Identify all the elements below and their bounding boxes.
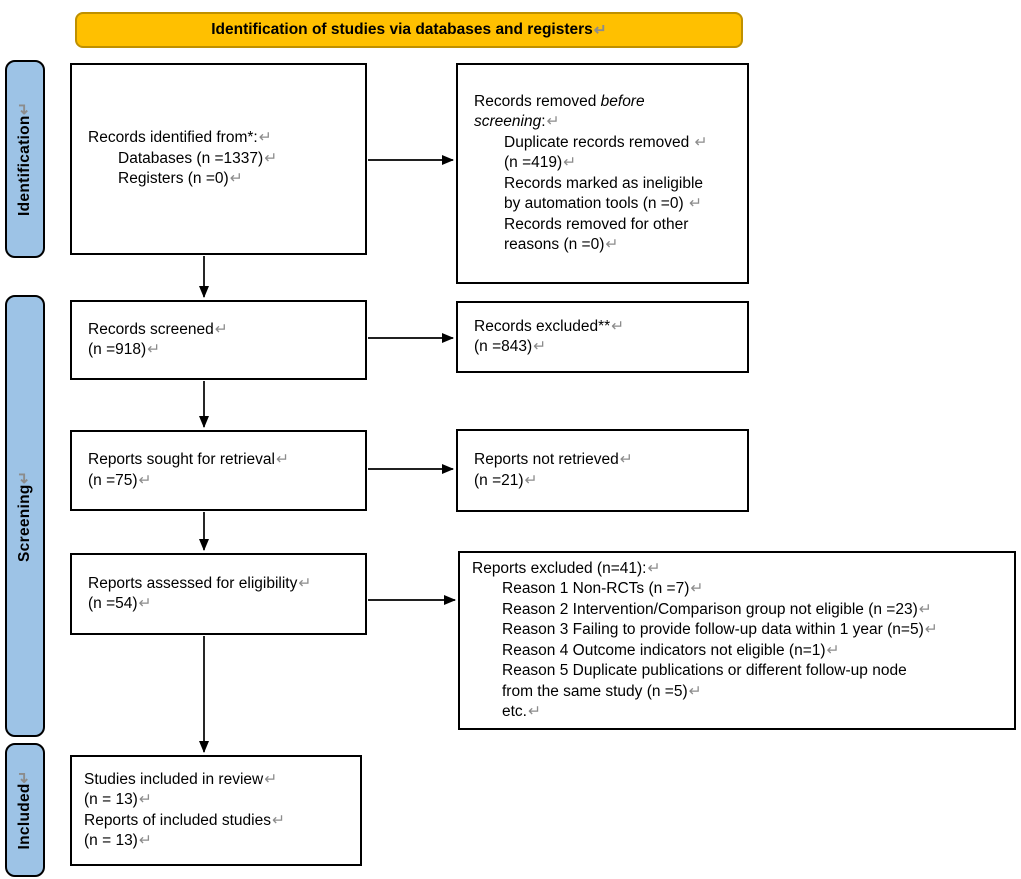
return-mark: ↵ — [16, 102, 33, 116]
return-mark: ↵ — [264, 770, 278, 788]
text-line: Records removed before — [474, 92, 645, 110]
text-line: (n =918)↵ — [88, 341, 161, 358]
return-mark: ↵ — [298, 574, 312, 592]
text-line: Registers (n =0)↵ — [118, 170, 243, 188]
return-mark: ↵ — [694, 133, 708, 151]
return-mark: ↵ — [138, 791, 152, 808]
return-mark: ↵ — [138, 832, 152, 849]
text-line: by automation tools (n =0) ↵ — [504, 195, 702, 212]
box-records-screened: Records screened↵ (n =918)↵ — [70, 300, 367, 380]
box-studies-included: Studies included in review↵ (n = 13)↵ Repo… — [70, 755, 362, 866]
text-line: Records screened↵ — [88, 320, 228, 338]
return-mark: ↵ — [619, 451, 633, 468]
return-mark: ↵ — [546, 113, 560, 130]
stage-label-screening: Screening↵ — [5, 295, 45, 737]
text-line: Reason 1 Non-RCTs (n =7)↵ — [502, 580, 704, 597]
text-line: Records identified from*:↵ — [88, 129, 272, 147]
text-line: Databases (n =1337)↵ — [118, 149, 278, 167]
stage-label-identification: Identification↵ — [5, 60, 45, 258]
return-mark: ↵ — [690, 580, 704, 597]
text-line: from the same study (n =5)↵ — [502, 682, 702, 700]
text-line: Duplicate records removed ↵ — [504, 133, 708, 151]
return-mark: ↵ — [605, 236, 619, 253]
text-line: (n =419)↵ — [504, 154, 577, 171]
box-reports-assessed: Reports assessed for eligibility↵ (n =54)… — [70, 553, 367, 635]
text-line: Reason 4 Outcome indicators not eligible… — [502, 641, 840, 659]
return-mark: ↵ — [138, 471, 152, 489]
box-records-removed-before-screening: Records removed before screening:↵ Duplica… — [456, 63, 749, 284]
return-mark: ↵ — [647, 559, 661, 577]
return-mark: ↵ — [527, 703, 541, 720]
text-line: Reports excluded (n=41):↵ — [472, 559, 661, 577]
box-reports-not-retrieved: Reports not retrieved↵ (n =21)↵ — [456, 429, 749, 512]
text-line: screening:↵ — [474, 113, 560, 130]
banner-title-text: Identification of studies via databases … — [211, 21, 593, 38]
return-mark: ↵ — [611, 317, 625, 335]
box-reports-sought: Reports sought for retrieval↵ (n =75)↵ — [70, 430, 367, 511]
stage-label-text: Identification↵ — [16, 102, 33, 216]
return-mark: ↵ — [264, 149, 278, 167]
text-line: (n = 13)↵ — [84, 791, 152, 808]
banner-title: Identification of studies via databases … — [75, 12, 743, 48]
box-records-identified: Records identified from*:↵ Databases (n =… — [70, 63, 367, 255]
return-mark: ↵ — [533, 338, 547, 355]
return-mark: ↵ — [688, 682, 702, 700]
return-mark: ↵ — [229, 170, 243, 188]
text-line: (n =75)↵ — [88, 471, 152, 489]
text-line: reasons (n =0)↵ — [504, 236, 619, 253]
return-mark: ↵ — [826, 641, 840, 659]
return-mark: ↵ — [688, 195, 702, 212]
text-line: (n = 13)↵ — [84, 832, 152, 849]
return-mark: ↵ — [524, 471, 538, 489]
text-line: (n =21)↵ — [474, 471, 538, 489]
text-line: Records excluded**↵ — [474, 317, 625, 335]
stage-label-text: Included↵ — [16, 770, 33, 850]
return-mark: ↵ — [16, 470, 33, 484]
return-mark: ↵ — [16, 770, 33, 784]
return-mark: ↵ — [563, 154, 577, 171]
stage-label-text: Screening↵ — [16, 470, 33, 562]
return-mark: ↵ — [593, 21, 607, 39]
text-line: Reason 2 Intervention/Comparison group n… — [502, 600, 932, 618]
box-reports-excluded-reasons: Reports excluded (n=41):↵ Reason 1 Non-RC… — [458, 551, 1016, 730]
return-mark: ↵ — [924, 621, 938, 638]
text-line: etc.↵ — [502, 703, 541, 720]
text-line: Reports sought for retrieval↵ — [88, 451, 289, 468]
return-mark: ↵ — [275, 451, 289, 468]
return-mark: ↵ — [138, 595, 152, 612]
text-line: Reports not retrieved↵ — [474, 451, 633, 468]
text-line: Reports assessed for eligibility↵ — [88, 574, 312, 592]
text-line: (n =54)↵ — [88, 595, 152, 612]
return-mark: ↵ — [918, 600, 932, 618]
text-line: Records removed for other — [504, 215, 689, 233]
text-line: Reason 3 Failing to provide follow-up da… — [502, 621, 938, 638]
stage-label-included: Included↵ — [5, 743, 45, 877]
text-line: (n =843)↵ — [474, 338, 547, 355]
box-records-excluded: Records excluded**↵ (n =843)↵ — [456, 301, 749, 373]
text-line: Reason 5 Duplicate publications or diffe… — [502, 662, 907, 679]
return-mark: ↵ — [271, 811, 285, 829]
return-mark: ↵ — [214, 320, 228, 338]
return-mark: ↵ — [258, 129, 272, 147]
return-mark: ↵ — [147, 341, 161, 358]
text-line: Records marked as ineligible — [504, 174, 704, 192]
text-line: Reports of included studies↵ — [84, 811, 285, 829]
text-line: Studies included in review↵ — [84, 770, 278, 788]
